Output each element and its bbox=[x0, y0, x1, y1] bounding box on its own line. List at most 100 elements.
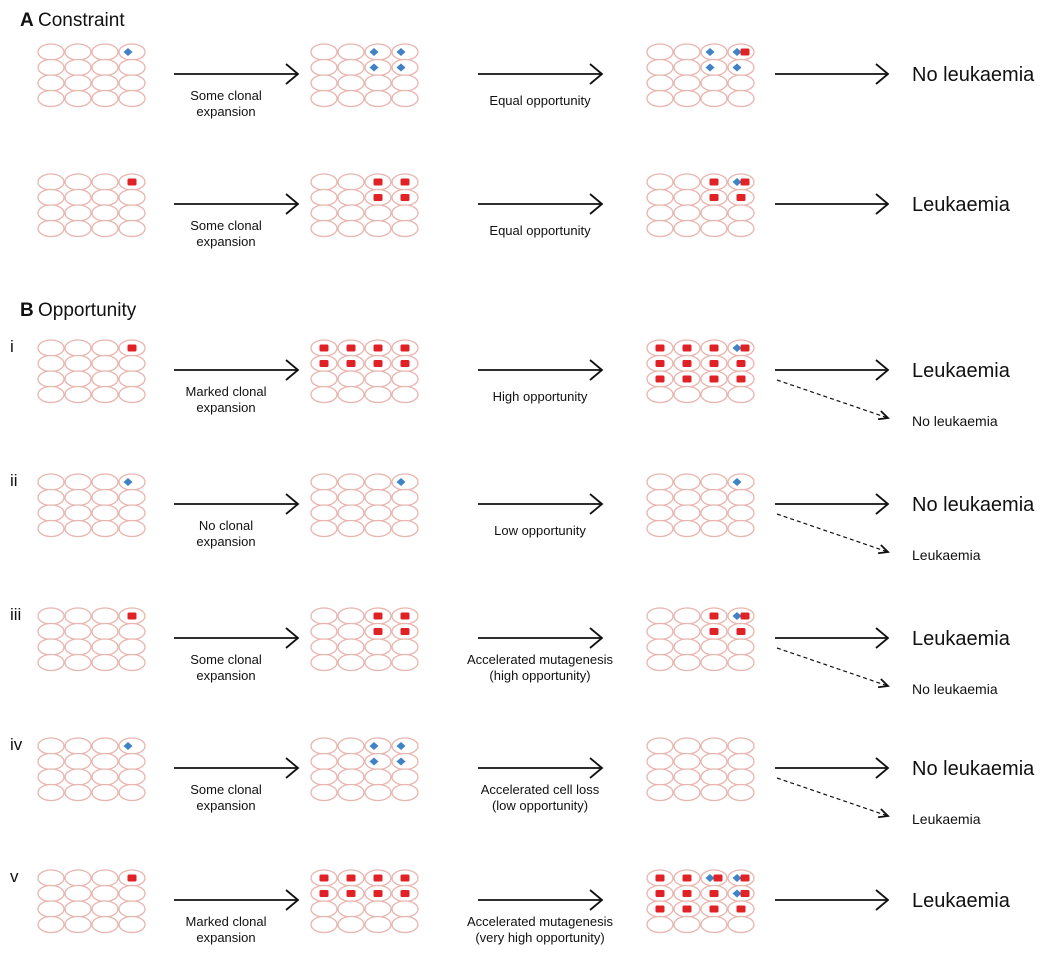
cell bbox=[727, 638, 755, 656]
cell bbox=[727, 204, 755, 222]
main-outcome-label: Leukaemia bbox=[912, 628, 1011, 650]
cell bbox=[391, 653, 419, 672]
cell bbox=[700, 638, 728, 656]
cell bbox=[37, 607, 65, 625]
expansion-label: Marked clonal bbox=[186, 384, 267, 399]
red-mutant-cell-marker bbox=[400, 890, 410, 897]
cell bbox=[118, 385, 146, 404]
red-mutant-cell-marker bbox=[373, 194, 383, 201]
red-mutant-cell-marker bbox=[346, 890, 356, 897]
cell bbox=[64, 488, 92, 507]
cell bbox=[646, 43, 674, 61]
cell bbox=[364, 473, 392, 491]
cell bbox=[64, 43, 92, 61]
opportunity-label: Equal opportunity bbox=[489, 223, 591, 238]
cell bbox=[91, 473, 119, 491]
cell bbox=[364, 915, 392, 934]
cell bbox=[391, 783, 419, 802]
cell bbox=[91, 385, 119, 404]
alternative-outcome-arrow-shaft bbox=[776, 513, 889, 553]
cell bbox=[337, 188, 365, 207]
cell bbox=[646, 653, 674, 672]
cell bbox=[673, 737, 701, 755]
expansion-label: expansion bbox=[196, 400, 255, 415]
opportunity-arrow-head bbox=[589, 359, 604, 381]
cell bbox=[364, 74, 392, 92]
cell bbox=[310, 653, 338, 672]
blue-mutant-cell-marker bbox=[396, 63, 406, 72]
cell bbox=[391, 504, 419, 522]
cell bbox=[37, 915, 65, 934]
red-mutant-cell-marker bbox=[373, 612, 383, 620]
blue-mutant-cell-marker bbox=[396, 757, 406, 766]
red-mutant-cell-marker bbox=[740, 874, 750, 882]
cell bbox=[673, 204, 701, 222]
cell bbox=[673, 385, 701, 404]
cell bbox=[91, 204, 119, 222]
cell bbox=[37, 900, 65, 918]
cell bbox=[64, 622, 92, 641]
cell bbox=[91, 783, 119, 802]
cell bbox=[673, 752, 701, 771]
cell bbox=[646, 488, 674, 507]
red-mutant-cell-marker bbox=[655, 874, 665, 882]
cell bbox=[310, 519, 338, 538]
outcome-arrow-head bbox=[875, 627, 890, 649]
cell bbox=[646, 752, 674, 771]
section-letter: B bbox=[20, 300, 34, 321]
red-mutant-cell-marker bbox=[127, 874, 137, 882]
cell bbox=[118, 638, 146, 656]
cell bbox=[364, 519, 392, 538]
red-mutant-cell-marker bbox=[709, 178, 719, 186]
red-mutant-cell-marker bbox=[346, 360, 356, 367]
section-title: Opportunity bbox=[38, 300, 137, 321]
cell bbox=[727, 219, 755, 238]
main-outcome-label: Leukaemia bbox=[912, 360, 1011, 382]
cell bbox=[64, 173, 92, 191]
cell bbox=[337, 915, 365, 934]
blue-mutant-cell-marker bbox=[369, 48, 379, 56]
blue-mutant-cell-marker bbox=[369, 63, 379, 72]
cell bbox=[646, 915, 674, 934]
cell bbox=[673, 473, 701, 491]
alternative-outcome-arrow-head bbox=[877, 808, 890, 819]
cell bbox=[700, 473, 728, 491]
cell bbox=[337, 473, 365, 491]
cell bbox=[727, 653, 755, 672]
cell bbox=[91, 488, 119, 507]
red-mutant-cell-marker bbox=[373, 360, 383, 367]
cell bbox=[37, 752, 65, 771]
cell-population-stage-3 bbox=[646, 737, 755, 802]
cell bbox=[91, 622, 119, 641]
cell bbox=[91, 354, 119, 373]
blue-mutant-cell-marker bbox=[396, 478, 406, 486]
red-mutant-cell-marker bbox=[736, 360, 746, 367]
opportunity-arrow-head bbox=[589, 889, 604, 911]
cell bbox=[310, 488, 338, 507]
cell bbox=[118, 752, 146, 771]
cell bbox=[673, 89, 701, 108]
cell-population-stage-1 bbox=[37, 869, 146, 934]
cell bbox=[337, 219, 365, 238]
opportunity-label: Low opportunity bbox=[494, 523, 586, 538]
cell bbox=[310, 204, 338, 222]
cell bbox=[91, 58, 119, 77]
cell bbox=[727, 737, 755, 755]
alternative-outcome-label: Leukaemia bbox=[912, 547, 981, 563]
cell bbox=[37, 768, 65, 786]
cell-population-stage-3 bbox=[646, 43, 755, 108]
cell bbox=[700, 219, 728, 238]
alternative-outcome-label: No leukaemia bbox=[912, 413, 998, 429]
cell bbox=[118, 900, 146, 918]
cell bbox=[391, 385, 419, 404]
cell bbox=[727, 915, 755, 934]
cell bbox=[673, 58, 701, 77]
alternative-outcome-arrow-head bbox=[877, 544, 890, 555]
alternative-outcome-arrow-head bbox=[877, 678, 890, 689]
cell bbox=[646, 74, 674, 92]
red-mutant-cell-marker bbox=[346, 874, 356, 882]
cell bbox=[118, 783, 146, 802]
